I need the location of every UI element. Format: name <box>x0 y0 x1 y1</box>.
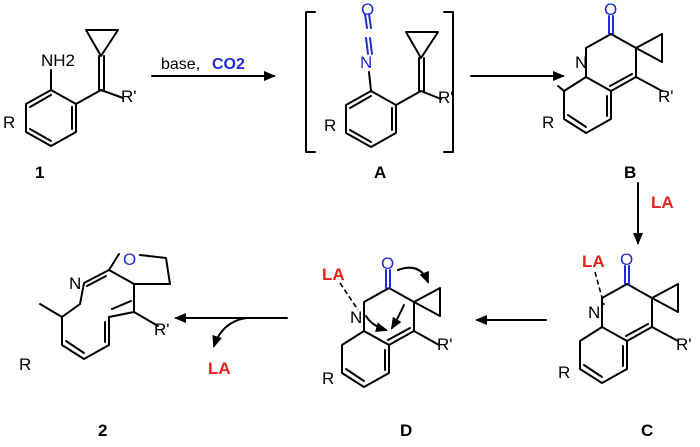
compound-1: NH2 R R' 1 <box>3 29 137 182</box>
c-n-label: N <box>588 303 600 322</box>
co2-label: CO2 <box>212 56 245 73</box>
p2-n-label: N <box>69 274 81 293</box>
d-r-label: R <box>322 369 334 388</box>
nh2-label: NH2 <box>41 51 75 70</box>
compound-b-label: B <box>624 163 636 182</box>
compound-1-label: 1 <box>35 163 44 182</box>
c-o-label: O <box>620 250 633 269</box>
p2-o-label: O <box>123 250 136 269</box>
c-r-label: R <box>558 363 570 382</box>
r-label: R <box>3 113 15 132</box>
a-r-label: R <box>324 116 336 135</box>
d-o-label: O <box>381 254 394 273</box>
product-2-label: 2 <box>98 421 107 440</box>
a-o-label: O <box>361 0 374 19</box>
c-r-prime-label: R' <box>676 335 692 354</box>
d-r-prime-label: R' <box>437 335 453 354</box>
compound-a-label: A <box>374 163 386 182</box>
p2-r-label: R <box>19 355 31 374</box>
intermediate-d: LA O N R R' D <box>322 254 453 440</box>
r-prime-label: R' <box>121 87 137 106</box>
intermediate-a: O N R R' A <box>305 0 454 182</box>
compound-c-label: C <box>641 421 653 440</box>
la-step-3: LA <box>651 193 674 212</box>
base-label: base, <box>161 56 200 73</box>
arrow-step-1: base, CO2 <box>151 56 276 81</box>
b-r-prime-label: R' <box>658 87 674 106</box>
product-2: O N R R' 2 <box>19 250 171 440</box>
p2-r-prime-label: R' <box>154 320 170 339</box>
d-la-label: LA <box>322 265 345 284</box>
b-o-label: O <box>604 0 617 19</box>
a-r-prime-label: R' <box>438 88 454 107</box>
a-n-label: N <box>360 53 372 72</box>
compound-d-label: D <box>400 421 412 440</box>
d-n-label: N <box>350 308 362 327</box>
intermediate-b: O N R R' B <box>542 0 674 182</box>
arrow-step-3: LA <box>633 182 674 245</box>
intermediate-c: LA O N R R' C <box>558 250 692 440</box>
b-r-label: R <box>542 113 554 132</box>
la-released: LA <box>208 359 231 378</box>
c-la-label: LA <box>582 252 605 271</box>
arrow-step-5: LA <box>174 313 288 378</box>
b-n-label: N <box>575 53 587 72</box>
